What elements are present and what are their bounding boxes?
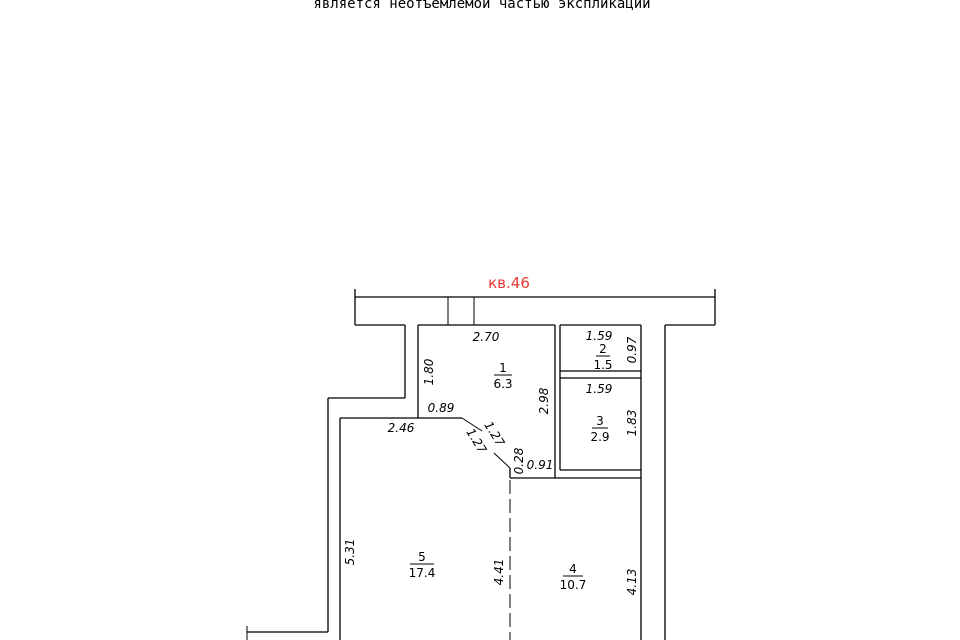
dim-r4-height: 4.13	[625, 569, 639, 596]
dim-r1-width: 2.70	[473, 330, 500, 344]
room-1-area: 6.3	[493, 377, 512, 391]
header-note: является неотъемлемой частью экспликации	[313, 0, 650, 12]
room-5-label: 5 17.4	[409, 550, 436, 580]
room-2-label: 2 1.5	[593, 342, 612, 372]
dim-r5-top: 2.46	[388, 421, 415, 435]
dim-partition-height: 4.41	[492, 559, 506, 586]
dim-corridor-width: 0.89	[428, 401, 455, 415]
room-3-number: 3	[596, 414, 604, 428]
dim-r1-height: 1.80	[422, 358, 436, 385]
outer-wall-top	[354, 289, 716, 398]
room-1-walls	[340, 324, 555, 478]
dim-r3-height: 1.83	[625, 410, 639, 437]
room-2-area: 1.5	[593, 358, 612, 372]
dim-r2-width: 1.59	[586, 329, 613, 343]
dim-r2-height: 0.97	[625, 336, 639, 363]
room-3-area: 2.9	[590, 430, 609, 444]
dim-r3-width: 1.59	[586, 382, 613, 396]
dim-r1-partition: 2.98	[537, 387, 551, 414]
room-4-number: 4	[569, 562, 577, 576]
room-3-label: 3 2.9	[590, 414, 609, 444]
apartment-label: кв.46	[488, 274, 530, 292]
room-1-number: 1	[499, 361, 507, 375]
room-4-area: 10.7	[560, 578, 587, 592]
room-5-area: 17.4	[409, 566, 436, 580]
room-2-number: 2	[599, 342, 607, 356]
bathroom-block	[510, 324, 641, 479]
outer-wall-right	[640, 325, 666, 640]
dim-small-b: 0.91	[527, 458, 554, 472]
dim-r5-height: 5.31	[343, 539, 357, 566]
room-1-label: 1 6.3	[493, 361, 512, 391]
outer-wall-left	[246, 397, 405, 640]
dim-small-a: 0.28	[512, 447, 526, 474]
dimensions: 2.70 1.80 2.98 1.59 0.97 1.59 1.83 0.89 …	[343, 329, 639, 595]
room-5-number: 5	[418, 550, 426, 564]
room-4-label: 4 10.7	[560, 562, 587, 592]
